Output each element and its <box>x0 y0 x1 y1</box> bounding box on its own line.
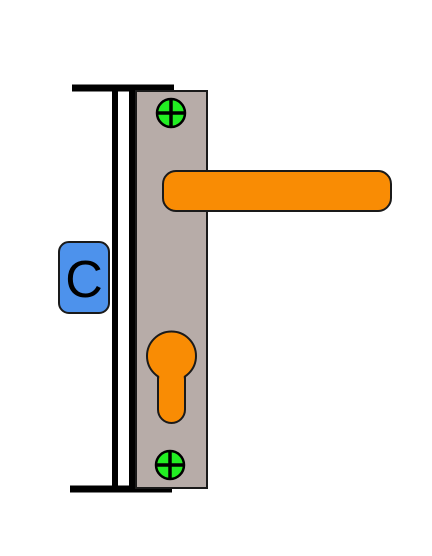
dimension-label-text: C <box>65 251 103 309</box>
dimension-label-box <box>58 241 110 314</box>
back-plate <box>135 90 208 489</box>
keyhole-icon <box>146 330 197 424</box>
lever-handle-icon <box>162 170 392 212</box>
dimension-label: C <box>58 241 110 314</box>
screw-icon <box>154 449 186 481</box>
screw-icon <box>155 97 187 129</box>
